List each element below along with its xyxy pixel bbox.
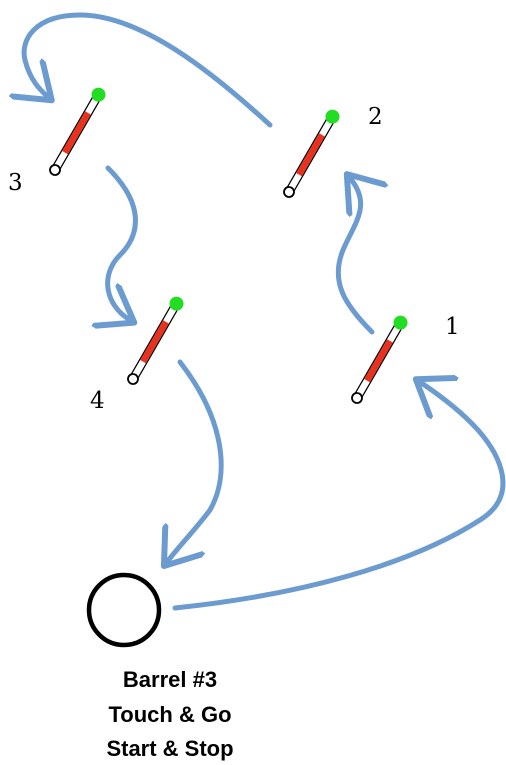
path-start-to-barrel-1 xyxy=(172,382,506,611)
pole-marker-1 xyxy=(348,313,410,406)
pole-marker-4 xyxy=(124,294,186,387)
pole-marker-3 xyxy=(46,85,108,178)
path-barrel-3-to-barrel-4 xyxy=(108,165,138,320)
start-stop-circle xyxy=(86,572,162,648)
path-barrel-4-to-finish xyxy=(167,359,224,562)
marker-label-2: 2 xyxy=(368,104,383,130)
caption-title: Barrel #3 xyxy=(122,667,218,692)
pole-marker-2 xyxy=(280,107,342,200)
marker-label-3: 3 xyxy=(8,170,23,196)
path-barrel-1-to-barrel-2 xyxy=(335,178,372,335)
caption-start-and-stop: Start & Stop xyxy=(106,736,234,761)
path-barrel-2-to-barrel-3 xyxy=(24,12,273,128)
caption-touch-and-go: Touch & Go xyxy=(108,702,232,727)
marker-label-4: 4 xyxy=(90,388,105,414)
marker-label-1: 1 xyxy=(445,314,460,340)
